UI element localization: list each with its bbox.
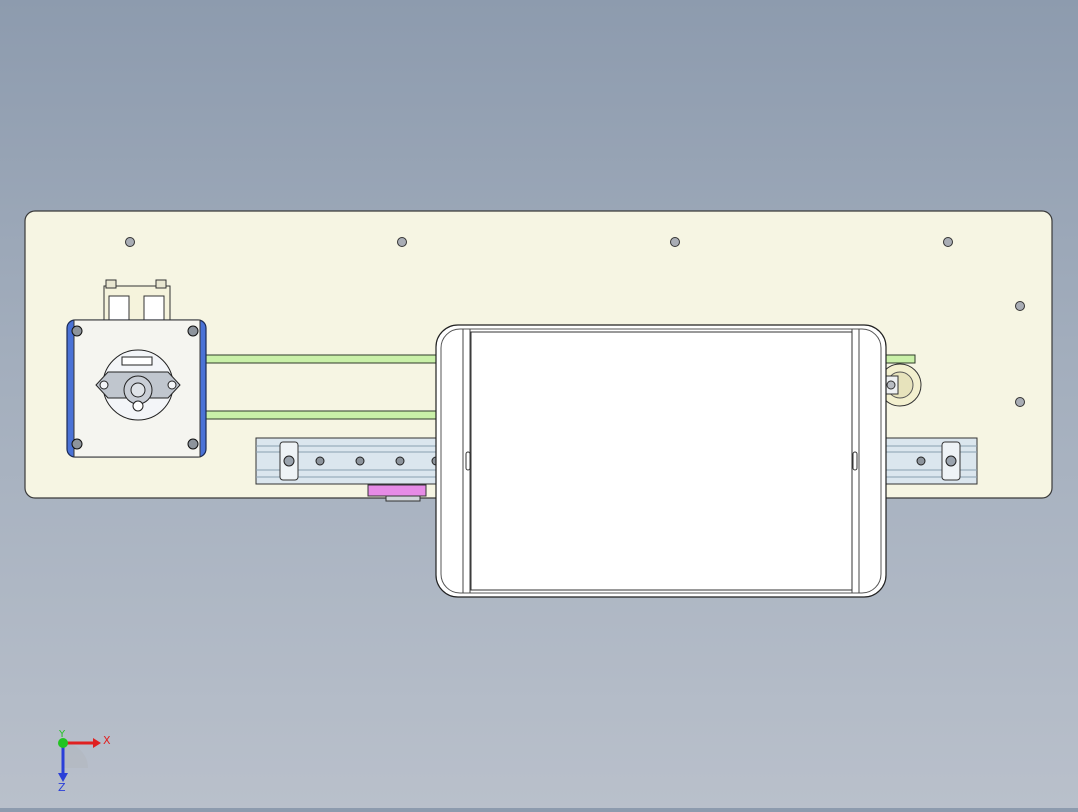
triad-z-label: Z (58, 781, 66, 794)
motor-screws (71, 325, 199, 450)
mounting-hole-icon (1015, 397, 1025, 407)
mounting-hole-icon (670, 237, 680, 247)
plate-holes (125, 237, 1025, 407)
coordinate-triad-icon[interactable]: X Y Z (58, 729, 111, 794)
triad-y-label: Y (58, 729, 66, 740)
mounting-hole-icon (1015, 301, 1025, 311)
mounting-hole-icon (397, 237, 407, 247)
triad-x-label: X (103, 734, 111, 747)
display-panel (470, 331, 853, 591)
stepper-motor[interactable] (66, 279, 207, 458)
motor-bracket (103, 279, 171, 327)
limit-sensor[interactable] (367, 484, 427, 502)
mounting-hole-icon (943, 237, 953, 247)
carriage-housing[interactable] (435, 324, 887, 598)
mounting-hole-icon (125, 237, 135, 247)
idler-pulley[interactable] (878, 363, 922, 407)
